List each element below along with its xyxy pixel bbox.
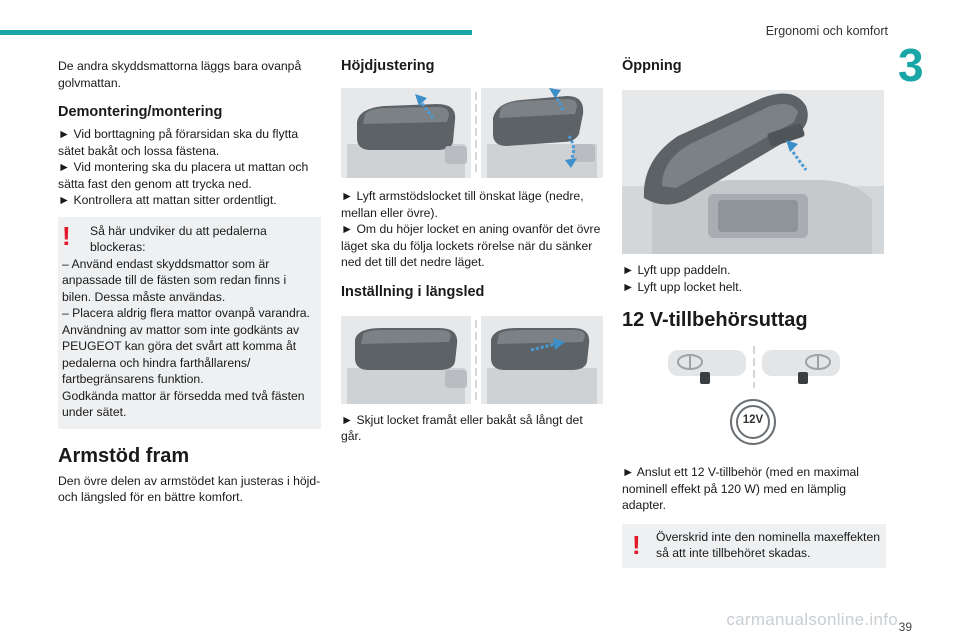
warning-box-mats: ! Så här undviker du att pedalerna block… [58,216,321,429]
column-right: Öppning ► Lyft upp paddeln. ► Lyft upp l… [622,58,886,568]
heading-langsled: Inställning i längsled [341,283,485,300]
langs-text: ► Skjut locket framåt eller bakåt så lån… [341,412,583,444]
page-number: 39 [898,620,912,634]
warning-line-5: Godkända mattor är försedda med två fäst… [62,388,305,420]
intro-text: De andra skyddsmattorna läggs bara ovanp… [58,59,302,90]
column-middle: Höjdjustering ► Lyft armstödslocket till… [341,58,603,445]
step-2: ► Vid montering ska du placera ut mattan… [58,160,309,191]
steps-list: ► Vid borttagning på förarsidan ska du f… [58,126,321,209]
heading-demontering: Demontering/montering [58,104,223,120]
column-left: De andra skyddsmattorna läggs bara ovanp… [58,58,321,506]
socket-label: 12V [742,414,764,426]
oppning-text-2: ► Lyft upp locket helt. [622,279,743,294]
header-accent-bar [0,30,472,35]
heading-12v: 12 V-tillbehörsuttag [622,309,808,331]
warning-box-12v: ! Överskrid inte den nominella maxeffekt… [622,523,886,568]
warning-line-3: – Placera aldrig flera mattor ovanpå var… [62,306,310,320]
warning-icon: ! [632,529,641,560]
warning-line-4: Användning av mattor som inte godkänts a… [62,322,300,387]
section-title: Ergonomi och komfort [765,24,888,38]
warning-line-1: Så här undviker du att pedalerna blocker… [90,223,267,255]
heading-oppning: Öppning [622,58,682,74]
heading-hojdjustering: Höjdjustering [341,58,435,74]
socket-location-figure [668,346,840,388]
oppning-text-1: ► Lyft upp paddeln. [622,263,731,277]
watermark: carmanualsonline.info [726,610,898,629]
chapter-number: 3 [898,39,924,91]
armrest-open-figure [622,90,884,254]
warning-12v-text: Överskrid inte den nominella maxeffekten… [656,529,881,561]
step-3: ► Kontrollera att mattan sitter ordentli… [58,193,277,207]
hojd-text-2: ► Om du höjer locket en aning ovanför de… [341,222,601,269]
socket-12v-icon: 12V [729,398,777,446]
warning-icon: ! [62,220,71,251]
hojd-text-1: ► Lyft armstödslocket till önskat läge (… [341,189,584,220]
heading-armstod: Armstöd fram [58,444,190,467]
warning-line-2: – Använd endast skyddsmattor som är anpa… [62,256,287,304]
armrest-height-figure [341,88,603,178]
step-1: ► Vid borttagning på förarsidan ska du f… [58,127,299,158]
v12-text: ► Anslut ett 12 V-tillbehör (med en maxi… [622,465,859,512]
armrest-slide-figure [341,315,603,404]
armstod-text: Den övre delen av armstödet kan justeras… [58,473,321,505]
